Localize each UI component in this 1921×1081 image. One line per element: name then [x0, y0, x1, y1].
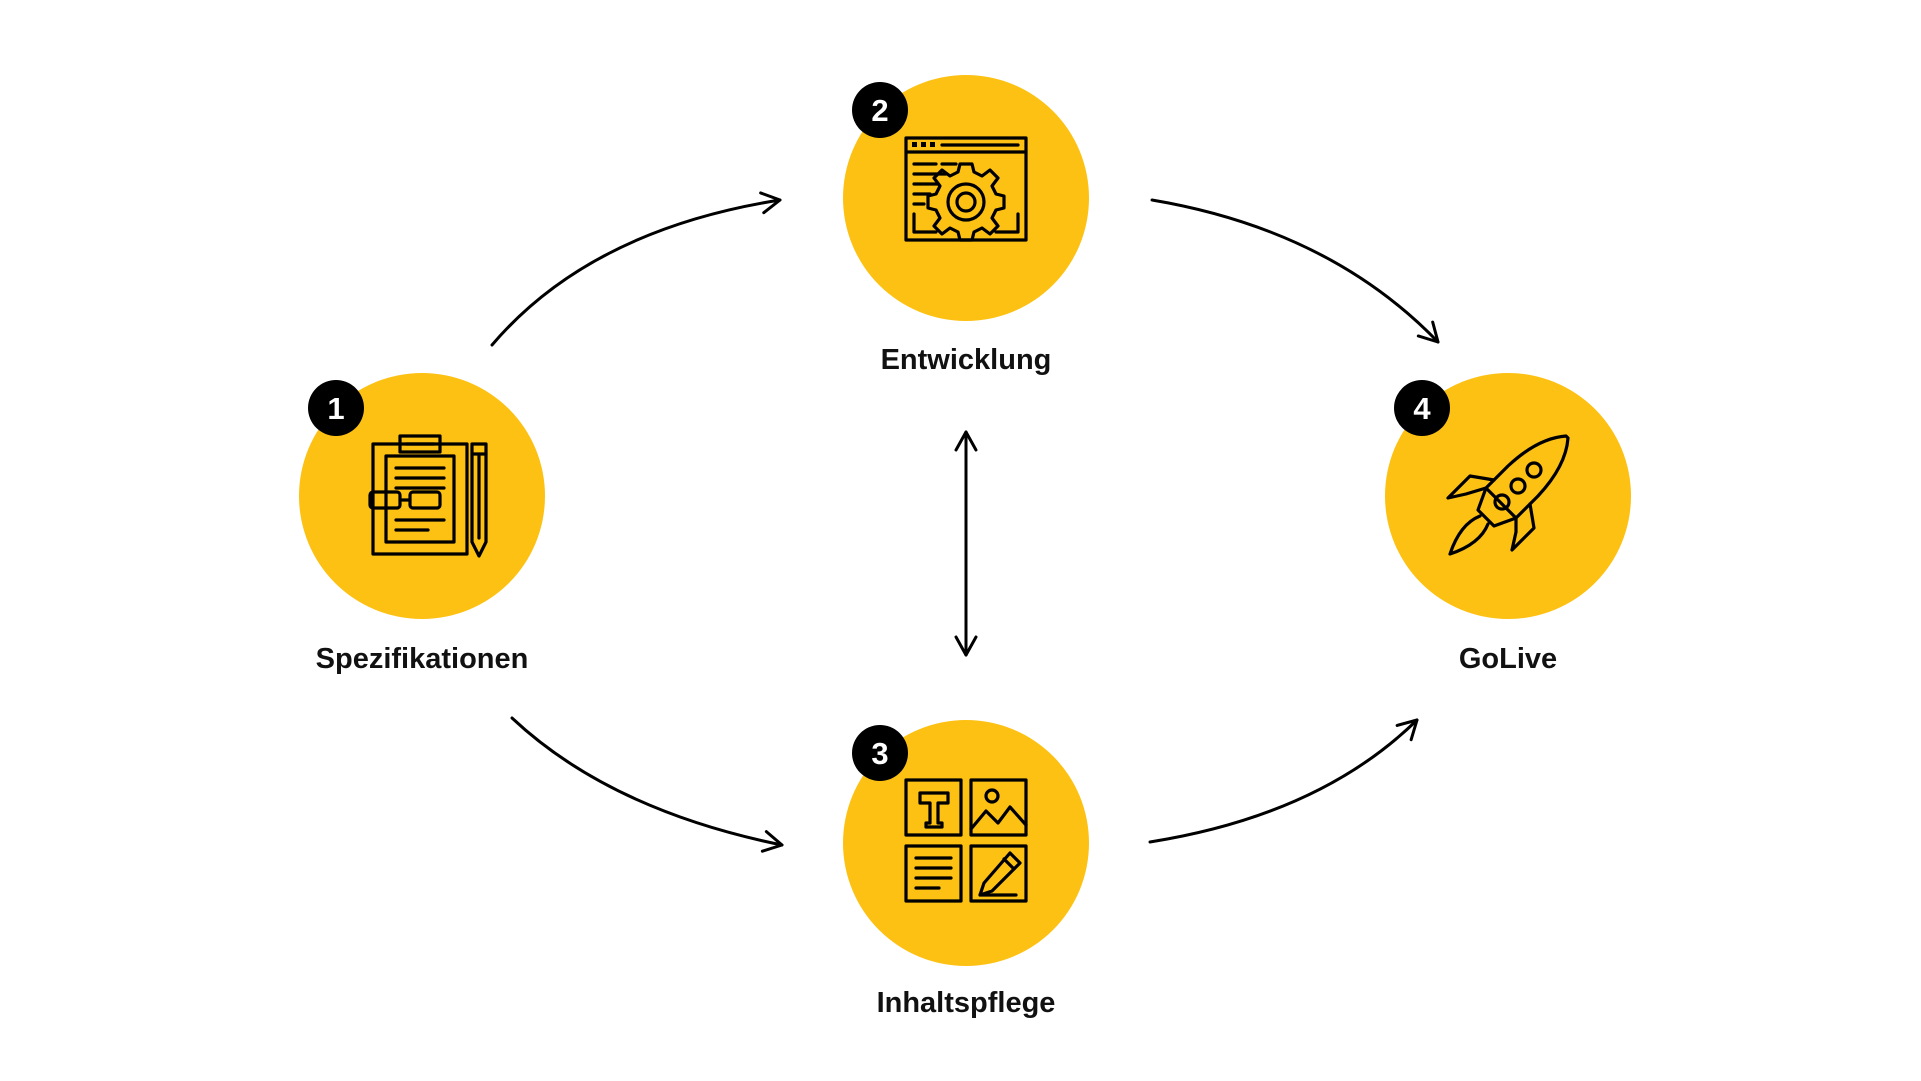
- step-4-label: GoLive: [1459, 643, 1557, 675]
- arrow-1-to-3: [510, 716, 784, 853]
- step-2-badge: [852, 82, 908, 138]
- step-2-number: 2: [871, 93, 888, 128]
- rocket-icon: [1446, 434, 1570, 556]
- step-2-development: 2 Entwicklung: [843, 75, 1089, 376]
- arrow-1-to-2: [490, 191, 782, 347]
- step-1-badge: [308, 380, 364, 436]
- step-1-specifications: 1 Spezifikationen: [299, 373, 545, 675]
- step-1-circle: [299, 373, 545, 619]
- clipboard-glasses-icon: [368, 434, 488, 558]
- step-4-number: 4: [1413, 391, 1431, 426]
- step-2-label: Entwicklung: [881, 344, 1052, 376]
- step-3-number: 3: [871, 736, 888, 771]
- browser-gear-icon: [904, 136, 1028, 242]
- step-2-circle: [843, 75, 1089, 321]
- content-blocks-icon: [904, 778, 1028, 903]
- step-4-golive: 4 GoLive: [1385, 373, 1631, 675]
- arrow-2-to-4: [1150, 198, 1440, 344]
- step-3-content-maintenance: 3 Inhaltspflege: [843, 720, 1089, 1019]
- step-1-number: 1: [327, 391, 344, 426]
- step-4-badge: [1394, 380, 1450, 436]
- step-3-badge: [852, 725, 908, 781]
- step-1-label: Spezifikationen: [316, 643, 529, 675]
- step-3-label: Inhaltspflege: [877, 987, 1056, 1019]
- arrow-3-to-4: [1148, 718, 1419, 844]
